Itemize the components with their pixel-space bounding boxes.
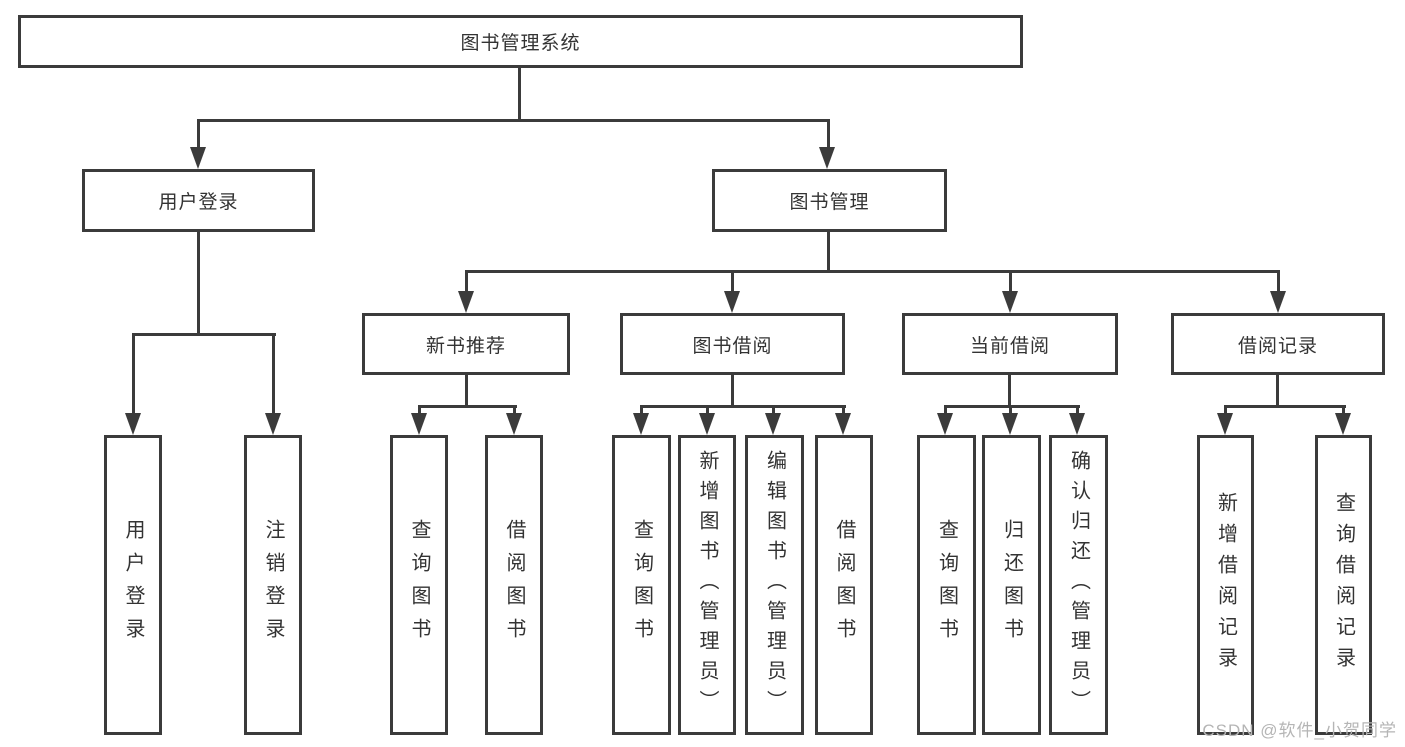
node-library-management-system: 图书管理系统 xyxy=(18,15,1023,68)
connector-line xyxy=(465,270,1280,273)
connector-line xyxy=(465,270,468,294)
leaf-query-borrow-record: 查询借阅记录 xyxy=(1315,435,1372,735)
connector-line xyxy=(272,333,275,415)
arrow-down-icon xyxy=(765,413,781,435)
connector-line xyxy=(944,405,947,417)
leaf-query-books: 查询图书 xyxy=(917,435,976,735)
node-book-borrowing: 图书借阅 xyxy=(620,313,845,375)
arrow-down-icon xyxy=(458,291,474,313)
connector-line xyxy=(772,405,775,417)
connector-line xyxy=(1224,405,1227,417)
connector-line xyxy=(640,405,643,417)
connector-line xyxy=(197,232,200,336)
leaf-query-books: 查询图书 xyxy=(612,435,671,735)
connector-line xyxy=(418,405,421,417)
leaf-edit-books-admin: 编辑图书（管理员） xyxy=(745,435,804,735)
connector-line xyxy=(1009,405,1012,417)
connector-line xyxy=(197,119,200,150)
node-book-management: 图书管理 xyxy=(712,169,947,232)
node-borrowing-records: 借阅记录 xyxy=(1171,313,1385,375)
connector-line xyxy=(731,375,734,408)
connector-line xyxy=(706,405,709,417)
connector-line xyxy=(731,270,734,294)
connector-line xyxy=(513,405,516,417)
connector-line xyxy=(132,333,276,336)
connector-line xyxy=(1076,405,1079,417)
arrow-down-icon xyxy=(1002,291,1018,313)
connector-line xyxy=(418,405,517,408)
connector-line xyxy=(1224,405,1346,408)
connector-line xyxy=(827,232,830,273)
leaf-query-books: 查询图书 xyxy=(390,435,448,735)
connector-line xyxy=(1342,405,1345,417)
node-new-book-recommendation: 新书推荐 xyxy=(362,313,570,375)
connector-line xyxy=(1276,375,1279,408)
leaf-return-books: 归还图书 xyxy=(982,435,1041,735)
arrow-down-icon xyxy=(1335,413,1351,435)
arrow-down-icon xyxy=(819,147,835,169)
arrow-down-icon xyxy=(506,413,522,435)
leaf-borrow-books: 借阅图书 xyxy=(485,435,543,735)
node-user-login: 用户登录 xyxy=(82,169,315,232)
leaf-add-borrow-record: 新增借阅记录 xyxy=(1197,435,1254,735)
arrow-down-icon xyxy=(937,413,953,435)
arrow-down-icon xyxy=(633,413,649,435)
connector-line xyxy=(1009,270,1012,294)
connector-line xyxy=(1277,270,1280,294)
connector-line xyxy=(827,119,830,150)
csdn-watermark: CSDN @软件_小贺同学 xyxy=(1202,721,1397,740)
arrow-down-icon xyxy=(190,147,206,169)
connector-line xyxy=(842,405,845,417)
arrow-down-icon xyxy=(265,413,281,435)
leaf-user-login: 用户登录 xyxy=(104,435,162,735)
leaf-add-books-admin: 新增图书（管理员） xyxy=(678,435,736,735)
arrow-down-icon xyxy=(1217,413,1233,435)
leaf-confirm-return-admin: 确认归还（管理员） xyxy=(1049,435,1108,735)
connector-line xyxy=(640,405,846,408)
connector-line xyxy=(1008,375,1011,408)
arrow-down-icon xyxy=(1002,413,1018,435)
arrow-down-icon xyxy=(125,413,141,435)
connector-line xyxy=(132,333,135,415)
arrow-down-icon xyxy=(1069,413,1085,435)
arrow-down-icon xyxy=(835,413,851,435)
arrow-down-icon xyxy=(411,413,427,435)
arrow-down-icon xyxy=(1270,291,1286,313)
node-current-borrowing: 当前借阅 xyxy=(902,313,1118,375)
connector-line xyxy=(944,405,1080,408)
arrow-down-icon xyxy=(724,291,740,313)
connector-line xyxy=(465,375,468,408)
leaf-borrow-books: 借阅图书 xyxy=(815,435,873,735)
connector-line xyxy=(197,119,830,122)
connector-line xyxy=(518,68,521,121)
arrow-down-icon xyxy=(699,413,715,435)
leaf-logout: 注销登录 xyxy=(244,435,302,735)
